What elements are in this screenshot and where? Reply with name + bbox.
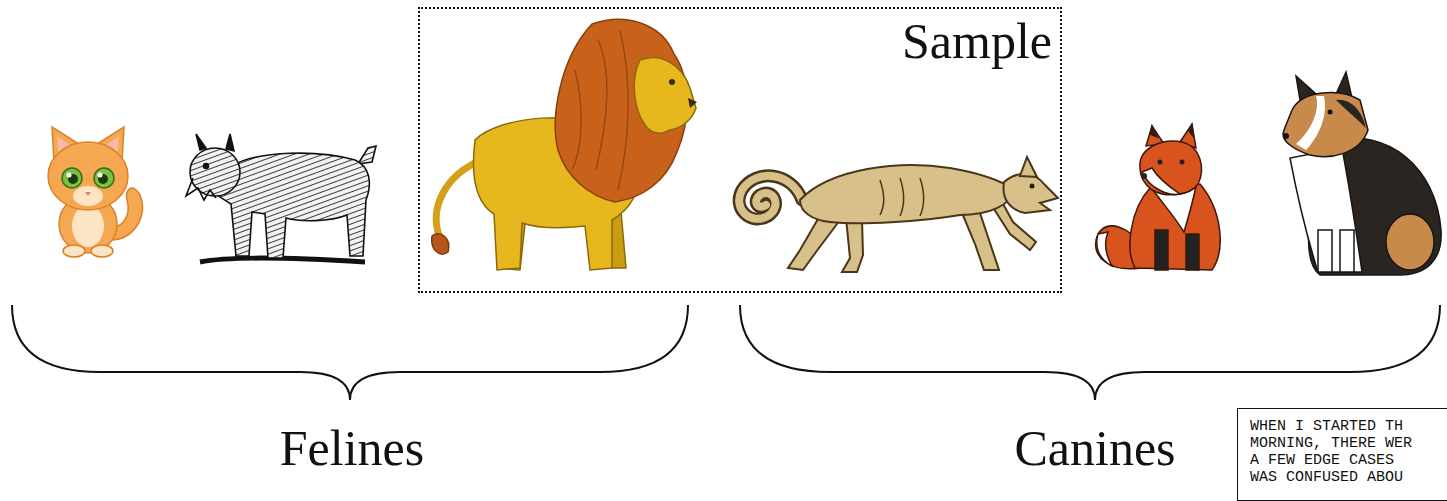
group-label: Canines bbox=[1014, 418, 1175, 478]
collie-figure bbox=[1283, 72, 1441, 275]
region-title: Sample bbox=[902, 11, 1052, 71]
comic-panel: WHEN I STARTED TH MORNING, THERE WER A F… bbox=[1237, 408, 1447, 501]
group-brace bbox=[740, 305, 1440, 400]
creature-figure bbox=[739, 157, 1058, 272]
fox-figure bbox=[1096, 124, 1221, 270]
group-brace bbox=[12, 305, 688, 400]
sample-region: Sample bbox=[418, 7, 1062, 293]
group-label: Felines bbox=[280, 418, 424, 478]
comic-text: WHEN I STARTED TH MORNING, THERE WER A F… bbox=[1250, 418, 1417, 486]
lynx-figure bbox=[186, 134, 376, 262]
lion-figure bbox=[432, 19, 697, 270]
kitten-figure bbox=[48, 127, 142, 257]
